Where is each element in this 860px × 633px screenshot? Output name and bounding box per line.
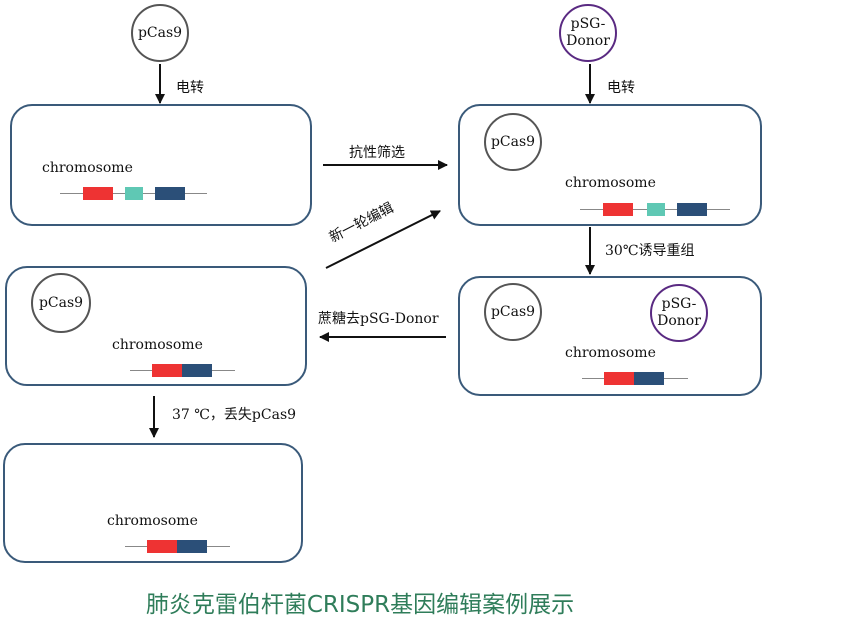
red-segment bbox=[152, 364, 182, 377]
chromosome-label: chromosome bbox=[565, 175, 656, 191]
pcas9-plasmid-box4: pCas9 bbox=[31, 273, 91, 333]
teal-segment bbox=[125, 187, 143, 200]
blue-segment bbox=[155, 187, 185, 200]
blue-segment bbox=[177, 540, 207, 553]
chromosome-label: chromosome bbox=[42, 160, 133, 176]
psg-donor-plasmid-box3: pSG-Donor bbox=[650, 284, 708, 342]
psg-donor-label: pSG-Donor bbox=[566, 16, 610, 49]
red-segment bbox=[83, 187, 113, 200]
pcas9-plasmid-box2: pCas9 bbox=[484, 113, 542, 171]
blue-segment bbox=[634, 372, 664, 385]
red-segment bbox=[604, 372, 634, 385]
psg-donor-plasmid-top: pSG-Donor bbox=[559, 4, 617, 62]
red-segment bbox=[603, 203, 633, 216]
arrow-new-round bbox=[325, 210, 441, 269]
step-remove-donor-label: 蔗糖去pSG-Donor bbox=[318, 311, 439, 327]
pcas9-plasmid-box3: pCas9 bbox=[484, 283, 542, 341]
red-segment bbox=[147, 540, 177, 553]
chromosome-label: chromosome bbox=[112, 337, 203, 353]
teal-segment bbox=[647, 203, 665, 216]
diagram-title: 肺炎克雷伯杆菌CRISPR基因编辑案例展示 bbox=[145, 592, 575, 618]
pcas9-label: pCas9 bbox=[137, 24, 183, 41]
cell-box-initial bbox=[10, 104, 312, 226]
step-lose-pcas9-label: 37 ℃，丢失pCas9 bbox=[172, 407, 297, 423]
chromosome-label: chromosome bbox=[107, 513, 198, 529]
pcas9-plasmid-top: pCas9 bbox=[131, 4, 189, 62]
step-selection-label: 抗性筛选 bbox=[349, 145, 405, 161]
step-electro2-label: 电转 bbox=[607, 80, 635, 96]
chromosome-label: chromosome bbox=[565, 345, 656, 361]
blue-segment bbox=[182, 364, 212, 377]
step-induce-label: 30℃诱导重组 bbox=[605, 243, 695, 259]
blue-segment bbox=[677, 203, 707, 216]
step-electro1-label: 电转 bbox=[176, 80, 204, 96]
